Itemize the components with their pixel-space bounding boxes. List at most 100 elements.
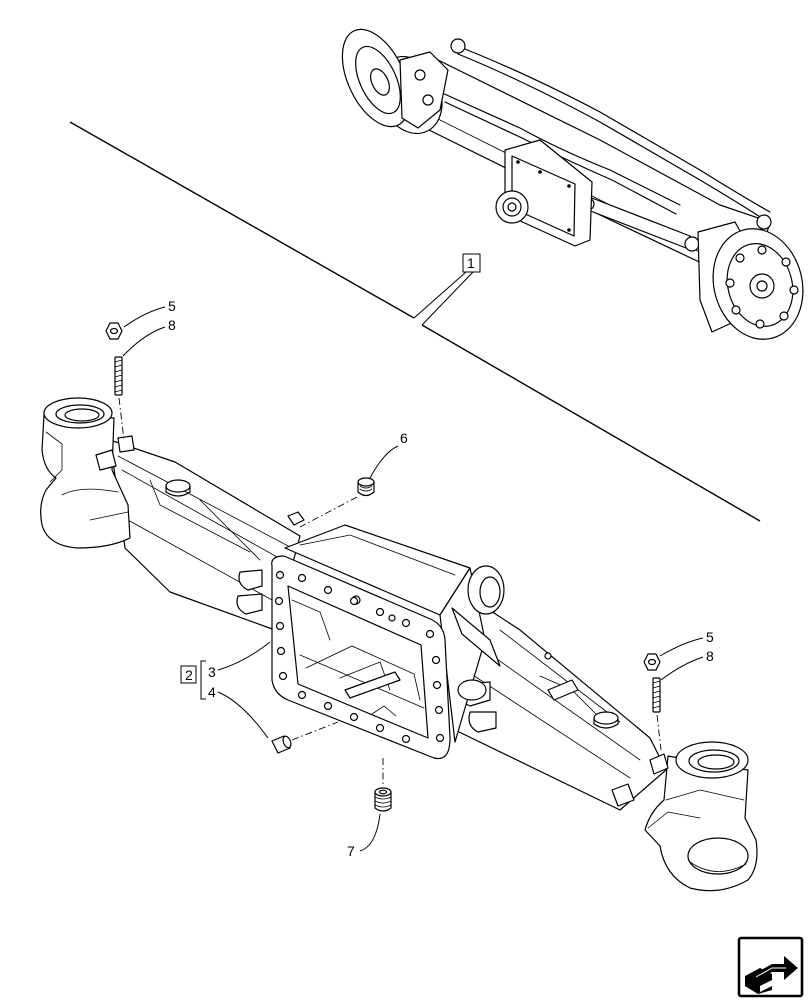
callout-7-label: 7 [347,843,355,859]
flange-bolt-hole [401,734,411,744]
callout-8-right: 8 [660,648,714,681]
callout-6-label: 6 [400,430,408,446]
callout-5-right-label: 5 [706,629,714,645]
plug-part-7 [374,758,392,812]
nut-left [105,322,123,340]
flange-bolt-hole [274,596,284,606]
callout-6-leader [369,445,399,479]
reference-left-hub-inner [355,45,401,115]
reference-wheel-stud [755,319,765,329]
callout-8-left-label: 8 [168,317,176,333]
stud-left-thread [114,359,123,393]
left-beam-pad [165,479,191,493]
right-knuckle-detail [647,811,701,829]
callout-2-group: 2 3 4 [180,641,271,739]
left-beam-edge [117,455,293,549]
reference-right-hub-center-inner [756,280,768,292]
reference-right-hub-inner [726,242,794,328]
left-kingpin-ring-inner [55,404,105,424]
flange-bolt-hole [323,701,333,711]
flange-bolt-hole [375,723,385,733]
callout-1: 1 [413,253,481,326]
reference-wheel-stud [731,305,741,315]
reference-wheel-stud [757,245,767,255]
left-beam-pad-side [165,485,191,497]
callout-3-leader [217,641,271,671]
callout-8-left-leader [122,326,166,357]
reference-hose-upper [451,43,771,213]
left-knuckle-detail [61,488,119,496]
center-housing-output-boss-face [479,576,501,608]
right-kingpin-bore [697,754,735,770]
flange-bolt-hole [349,712,359,722]
housing-interior-floor [299,654,425,709]
callout-3-label: 3 [208,664,216,680]
right-kingpin-ring-inner [688,749,740,773]
flange-bolt-hole [375,607,385,617]
callout-1-box [462,253,481,273]
reference-flange-bolt [538,170,542,174]
next-page-icon[interactable] [737,936,804,998]
axle-housing [40,397,758,892]
reference-hose-lower [439,91,681,206]
bushing-top [357,477,375,487]
right-knuckle-detail [665,789,745,801]
reference-left-hub-center [370,68,390,96]
flange-bolt-hole [434,705,444,715]
right-knuckle-housing [644,755,758,892]
next-page-icon-arrow-highlight [755,967,786,978]
callout-4-leader [217,691,269,739]
center-housing-side-boss [457,679,487,701]
stud-left-axis [118,397,125,441]
callout-8-right-leader [660,656,704,681]
flange-bolt-hole [432,680,442,690]
left-knuckle-boss [95,449,117,471]
housing-interior-web [305,645,421,701]
right-beam-edge [499,629,621,723]
reference-left-knuckle-bolt [414,69,426,81]
housing-flange-opening [287,585,429,739]
flange-bolt-hole [278,671,288,681]
left-beam-lug [236,593,263,615]
reference-input-flange-center [507,202,517,212]
reference-wheel-stud [789,285,799,295]
flange-bolt-hole [275,570,285,580]
pin-axis [291,721,339,741]
nut-right [643,653,661,671]
callout-8-left: 8 [122,317,176,357]
reference-input-flange [495,190,529,224]
bushing-axis [299,496,358,528]
reference-right-hub-center [749,273,775,299]
callout-5-left-leader [123,306,166,328]
reference-right-kingpin [756,214,772,230]
flange-bolt-hole [297,690,307,700]
callout-2-box [180,665,197,684]
right-beam-pad [593,711,619,725]
callout-5-right-leader [659,637,704,657]
callout-4-label: 4 [208,684,216,700]
housing-interior-web [371,705,397,717]
flange-bolt-hole [435,733,445,743]
right-knuckle-boss [611,783,635,807]
bushing-ridges [359,485,373,492]
right-beam-plug [544,652,552,660]
reference-hose-lower-2 [444,101,677,215]
assembled-axle-reference [341,28,804,340]
left-knuckle-boss [117,435,135,453]
flange-bolt-hole [276,646,286,656]
center-housing-output-boss [467,565,505,615]
right-knuckle-lower-face [687,837,749,875]
reference-flange-bolt [567,228,571,232]
right-knuckle-lower-lip [689,861,747,872]
reference-left-knuckle-bolt-2 [422,94,434,106]
plug-top [374,787,392,797]
reference-left-knuckle [399,51,449,129]
callout-5-right: 5 [659,629,714,657]
pin-part-4 [271,721,339,754]
right-beam-lug [468,711,497,733]
callout-7-leader [359,813,381,852]
left-beam-tab [287,511,305,526]
right-beam-plate [547,679,579,701]
right-knuckle-boss [649,753,669,775]
